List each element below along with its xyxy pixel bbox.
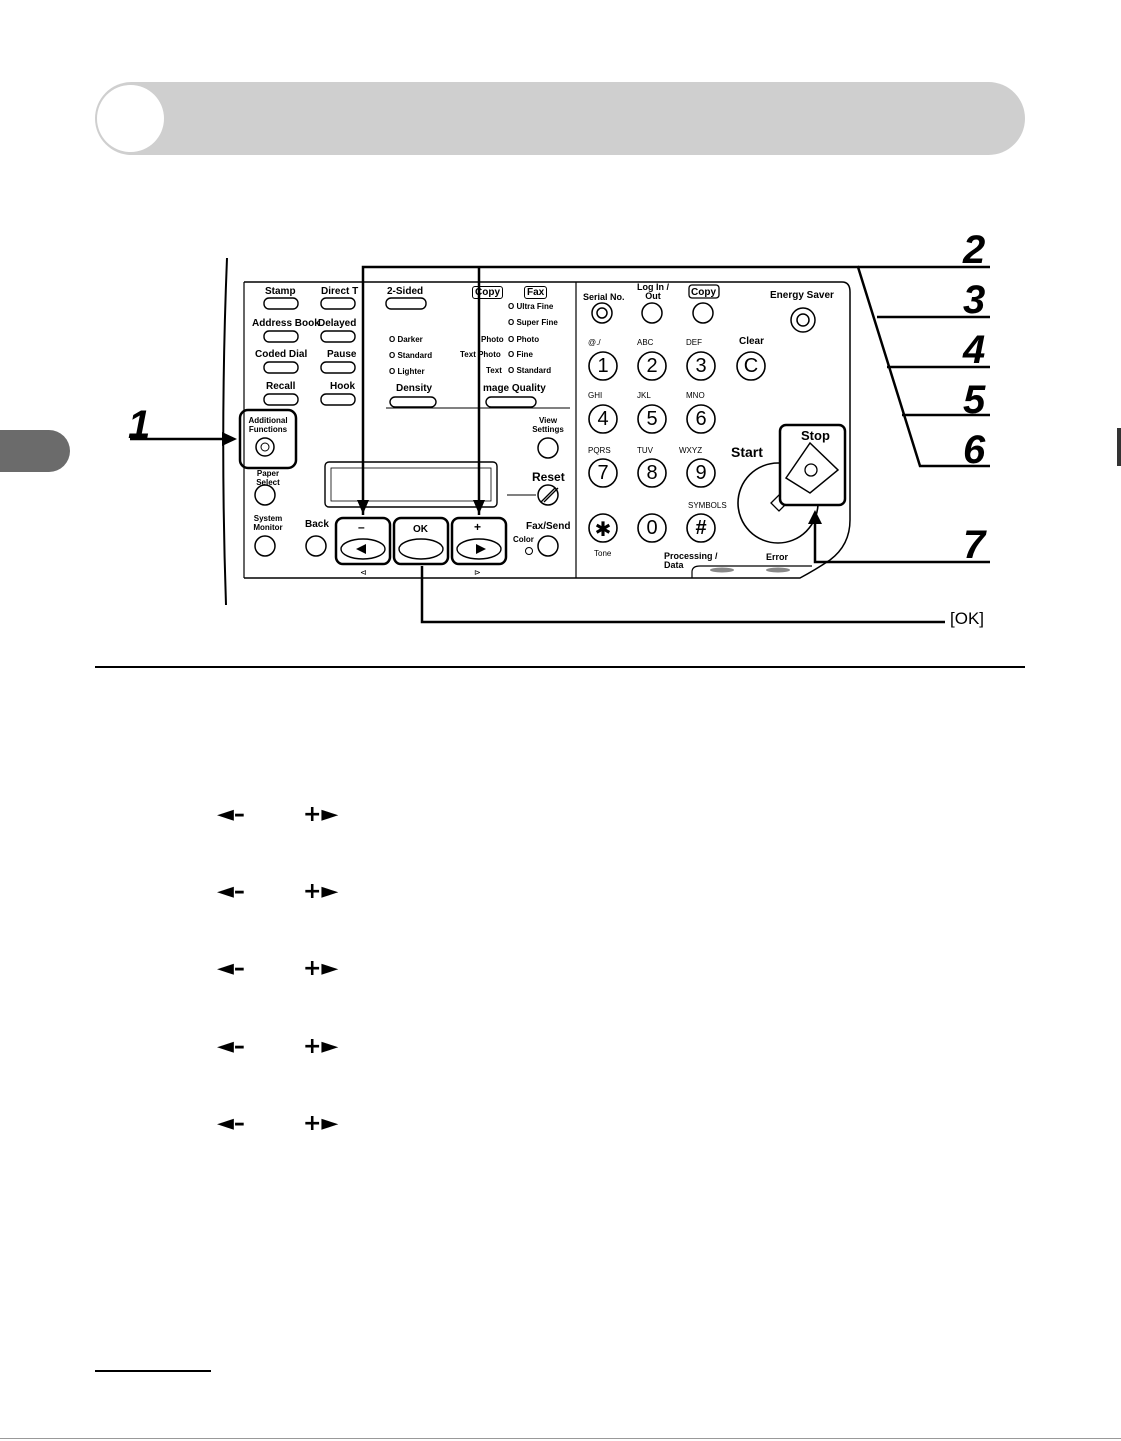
svg-text:⊳: ⊳	[474, 568, 481, 577]
key-6: 6	[695, 408, 707, 430]
symbols-label: SYMBOLS	[688, 501, 727, 510]
chapter-tab	[0, 430, 70, 472]
page-bottom-rule	[0, 1438, 1121, 1439]
ok-label: OK	[413, 524, 428, 535]
left-minus-key-icon: ◄–	[217, 879, 245, 904]
density-label: Density	[396, 383, 433, 394]
photo-label-b: O Photo	[508, 335, 540, 344]
step-number-7: 7	[963, 523, 986, 567]
fax-tab-label: Fax	[524, 286, 548, 299]
key-4-letters: GHI	[588, 391, 603, 400]
plus-right-key-icon: +►	[303, 879, 339, 904]
step-number-3: 3	[963, 278, 986, 322]
step-number-6: 6	[963, 428, 986, 472]
key-9-letters: WXYZ	[679, 446, 703, 455]
fine-label: O Fine	[508, 350, 533, 359]
minus-label: –	[358, 520, 365, 534]
log-in-out-label: Log In / Out	[637, 282, 669, 301]
copy-key-label: Copy	[691, 287, 716, 298]
standard-iq-label: O Standard	[508, 366, 552, 375]
clear-label: Clear	[739, 336, 765, 347]
text-photo-label: Text Photo	[460, 350, 501, 359]
key-0: 0	[646, 517, 658, 539]
hook-label: Hook	[330, 381, 355, 392]
key-3-letters: DEF	[686, 338, 702, 347]
left-minus-key-icon: ◄–	[217, 1034, 245, 1059]
text-std-label: Text	[486, 366, 502, 375]
step-number-2: 2	[963, 228, 986, 272]
ok-callout-label: [OK]	[950, 609, 985, 628]
key-2: 2	[646, 355, 658, 377]
recall-label: Recall	[266, 381, 296, 392]
plus-right-key-icon: +►	[303, 956, 339, 981]
color-label: Color	[513, 535, 534, 544]
key-8: 8	[646, 462, 658, 484]
left-minus-key-icon: ◄–	[217, 956, 245, 981]
key-1-letters: @./	[588, 338, 601, 347]
ultra-fine-label: O Ultra Fine	[508, 302, 554, 311]
plus-label: +	[474, 520, 482, 534]
image-quality-label: mage Quality	[483, 383, 546, 394]
left-minus-key-icon: ◄–	[217, 1111, 245, 1136]
key-6-letters: MNO	[686, 391, 705, 400]
fax-send-label: Fax/Send	[526, 521, 571, 532]
two-sided-label: 2-Sided	[387, 286, 424, 297]
step-number-5: 5	[963, 378, 986, 422]
serial-no-label: Serial No.	[583, 292, 625, 302]
key-3: 3	[695, 355, 707, 377]
footnote-rule	[95, 1370, 211, 1372]
clear-key-glyph: C	[743, 355, 759, 377]
energy-saver-label: Energy Saver	[770, 290, 834, 301]
key-1: 1	[597, 355, 609, 377]
stamp-label: Stamp	[265, 286, 296, 297]
key-8-letters: TUV	[637, 446, 653, 455]
copy-tab-label: Copy	[472, 286, 503, 299]
view-settings-label: View Settings	[532, 416, 564, 434]
photo-label-a: Photo	[481, 335, 504, 344]
key-7: 7	[597, 462, 609, 484]
reset-label: Reset	[532, 470, 565, 484]
delayed-label: Delayed	[318, 318, 357, 329]
system-monitor-label: System Monitor	[253, 514, 283, 532]
stop-label: Stop	[801, 428, 830, 443]
back-label: Back	[305, 519, 329, 530]
key-hash: #	[695, 517, 707, 539]
key-5-letters: JKL	[637, 391, 651, 400]
lighter-label: O Lighter	[389, 367, 425, 376]
control-panel-illustration: ⊲ ⊳	[130, 257, 990, 624]
section-header-bar	[95, 82, 1025, 155]
additional-functions-label: Additional Functions	[248, 416, 288, 434]
key-4: 4	[597, 408, 609, 430]
paper-select-label: Paper Select	[256, 469, 280, 487]
super-fine-label: O Super Fine	[508, 318, 558, 327]
key-9: 9	[695, 462, 707, 484]
left-minus-key-icon: ◄–	[217, 802, 245, 827]
step-number-1: 1	[128, 403, 151, 447]
address-book-label: Address Book	[252, 318, 320, 329]
plus-right-key-icon: +►	[303, 1034, 339, 1059]
plus-right-key-icon: +►	[303, 802, 339, 827]
section-number-circle	[97, 85, 164, 152]
start-label: Start	[731, 444, 763, 460]
step-number-4: 4	[963, 328, 986, 372]
key-5: 5	[646, 408, 658, 430]
pause-label: Pause	[327, 349, 357, 360]
darker-label: O Darker	[389, 335, 423, 344]
coded-dial-label: Coded Dial	[255, 349, 308, 360]
key-2-letters: ABC	[637, 338, 654, 347]
direct-t-label: Direct T	[321, 286, 359, 297]
tone-label: Tone	[594, 549, 612, 558]
key-7-letters: PQRS	[588, 446, 611, 455]
standard-density-label: O Standard	[389, 351, 433, 360]
svg-text:⊲: ⊲	[360, 568, 367, 577]
processing-data-label: Processing / Data	[664, 551, 718, 570]
plus-right-key-icon: +►	[303, 1111, 339, 1136]
key-star: ✱	[594, 519, 612, 541]
error-label: Error	[766, 552, 789, 562]
edge-mark	[1117, 428, 1121, 466]
section-divider	[95, 666, 1025, 668]
